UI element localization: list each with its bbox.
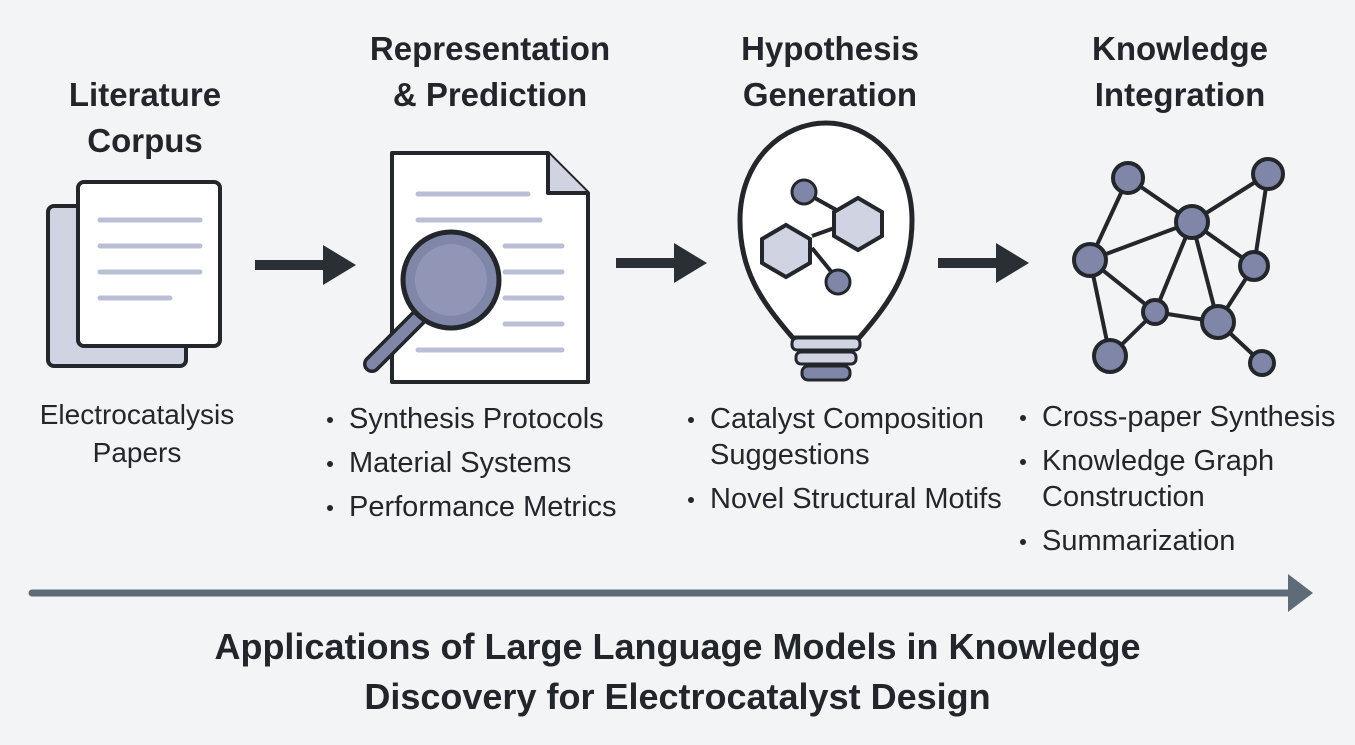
lightbulb-molecule-icon [737, 120, 915, 382]
knowledge-graph-icon [1072, 157, 1285, 377]
list-item: Material Systems [325, 445, 670, 481]
list-item: Performance Metrics [325, 489, 670, 525]
diagram-title: Applications of Large Language Models in… [214, 626, 1141, 717]
list-item: Novel Structural Motifs [686, 481, 1006, 517]
list-item: Knowledge Graph Construction [1018, 443, 1302, 515]
stage-title-literature-corpus: Literature Corpus [68, 76, 222, 159]
document-stack-icon [46, 180, 222, 368]
bullet-list-hypothesis: Catalyst Composition Suggestions Novel S… [686, 401, 1006, 525]
list-item: Cross-paper Synthesis [1018, 399, 1348, 435]
bullet-list-representation: Synthesis Protocols Material Systems Per… [325, 401, 670, 533]
stage-title-hypothesis-generation: Hypothesis Generation [741, 30, 919, 113]
stage-title-representation-prediction: Representation & Prediction [369, 30, 611, 113]
stage-title-knowledge-integration: Knowledge Integration [1091, 30, 1268, 113]
bullet-list-knowledge-integration: Cross-paper Synthesis Knowledge Graph Co… [1018, 399, 1348, 567]
list-item: Summarization [1018, 523, 1348, 559]
list-item: Catalyst Composition Suggestions [686, 401, 1006, 473]
document-magnifier-icon [363, 151, 590, 384]
flow-arrow-2 [616, 243, 707, 283]
flow-arrow-3 [938, 243, 1029, 283]
list-item: Synthesis Protocols [325, 401, 670, 437]
stage-caption-literature-corpus: Electrocatalysis Papers [39, 399, 235, 468]
timeline-arrow [28, 574, 1313, 612]
flow-arrow-1 [255, 245, 356, 285]
